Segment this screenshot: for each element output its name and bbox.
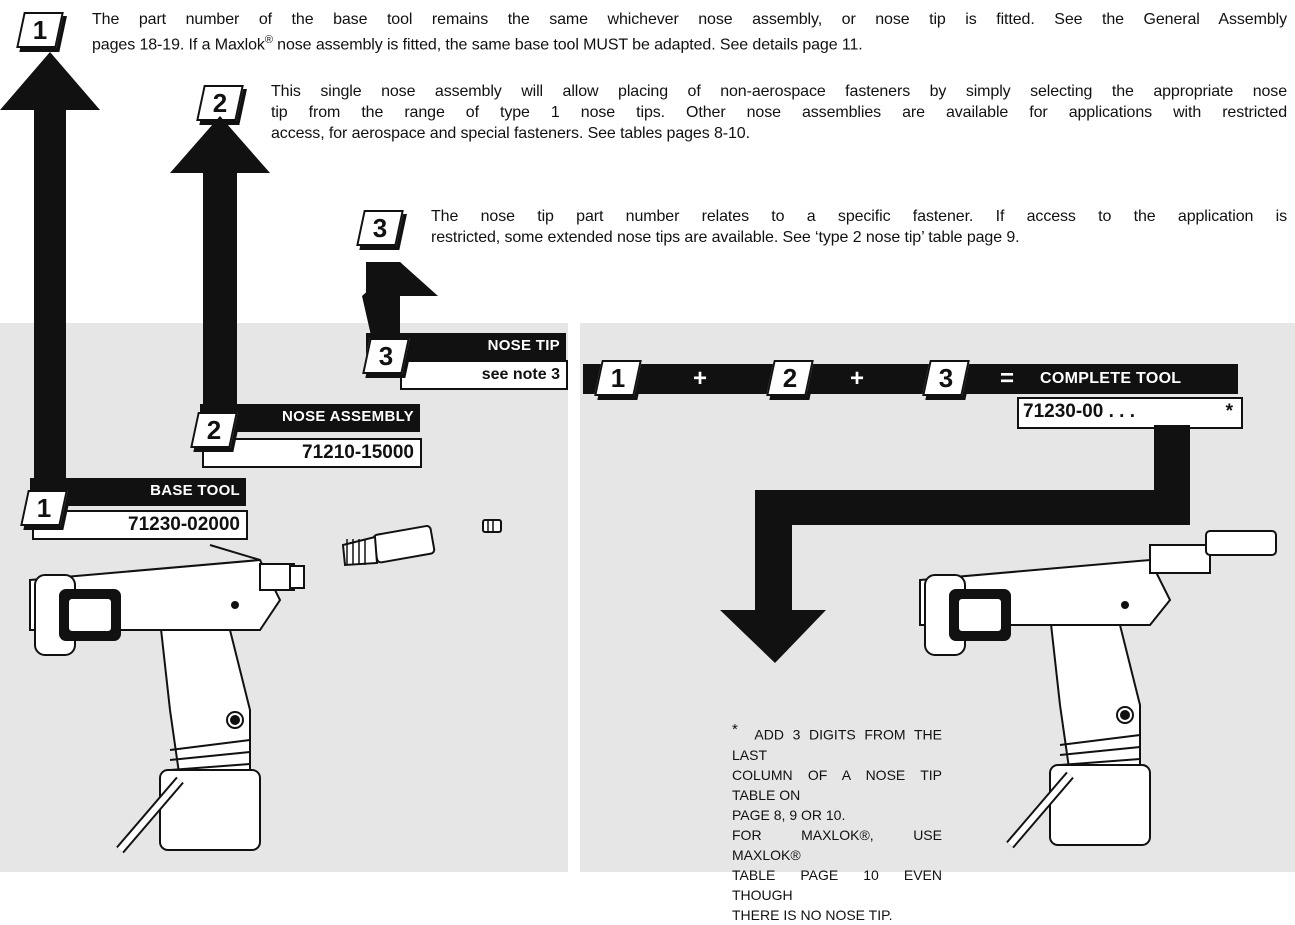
formula-badge-1: 1 (594, 360, 642, 396)
complete-tool-star: * (1225, 401, 1233, 422)
footnote-line5: TABLE PAGE 10 EVEN THOUGH (732, 866, 942, 903)
nose-tip-value: see note 3 (400, 360, 568, 390)
note-3-text: The nose tip part number relates to a sp… (431, 206, 1287, 248)
arrow-1 (0, 52, 100, 490)
footnote-line4: FOR MAXLOK®, USE MAXLOK® (732, 826, 942, 863)
footnote-line3: PAGE 8, 9 OR 10. (732, 806, 846, 823)
arrows-layer (0, 52, 438, 490)
note-3-line1: The nose tip part number relates to a sp… (431, 208, 1287, 225)
bent-arrow-shape (720, 425, 1190, 663)
arrow-3-head (362, 262, 438, 296)
nose-assembly-badge: 2 (190, 412, 238, 448)
footnote-line6: THERE IS NO NOSE TIP. (732, 906, 893, 923)
note-1-line2: pages 18-19. If a Maxlok® nose assembly … (92, 34, 863, 54)
complete-tool-illustration (919, 530, 1277, 849)
note-1-line1: The part number of the base tool remains… (92, 11, 1287, 28)
base-tool-title: BASE TOOL (90, 478, 246, 506)
base-tool-illustration (29, 544, 305, 854)
arrow-2 (170, 116, 270, 412)
formula-plus-2: + (850, 365, 865, 392)
complete-tool-value: 71230-00 . . . * (1017, 397, 1243, 429)
nose-assembly-value: 71210-15000 (202, 438, 422, 468)
footnote-line2: COLUMN OF A NOSE TIP TABLE ON (732, 766, 942, 803)
formula-plus-1: + (693, 365, 708, 392)
footnote-line1: * ADD 3 DIGITS FROM THE LAST (732, 721, 942, 763)
nose-tip-part (482, 519, 502, 533)
base-tool-value: 71230-02000 (32, 510, 248, 540)
nose-assembly-title: NOSE ASSEMBLY (236, 404, 420, 432)
bent-arrow (720, 425, 1190, 663)
note-1-text: The part number of the base tool remains… (92, 9, 1287, 55)
nose-tip-title: NOSE TIP (420, 333, 566, 361)
note-2-line1: This single nose assembly will allow pla… (271, 83, 1287, 100)
note-2-line2: tip from the range of type 1 nose tips. … (271, 104, 1287, 121)
nose-tip-badge: 3 (362, 338, 410, 374)
nose-assembly-part (341, 525, 436, 567)
formula-badge-3: 3 (922, 360, 970, 396)
note-2-text: This single nose assembly will allow pla… (271, 81, 1287, 144)
note-3-line2: restricted, some extended nose tips are … (431, 229, 1020, 246)
complete-tool-title: COMPLETE TOOL (1040, 370, 1182, 387)
formula-equals: = (1000, 365, 1015, 392)
note-2-line3: access, for aerospace and special fasten… (271, 125, 750, 142)
formula-badge-2: 2 (766, 360, 814, 396)
formula-bar (583, 364, 1238, 394)
